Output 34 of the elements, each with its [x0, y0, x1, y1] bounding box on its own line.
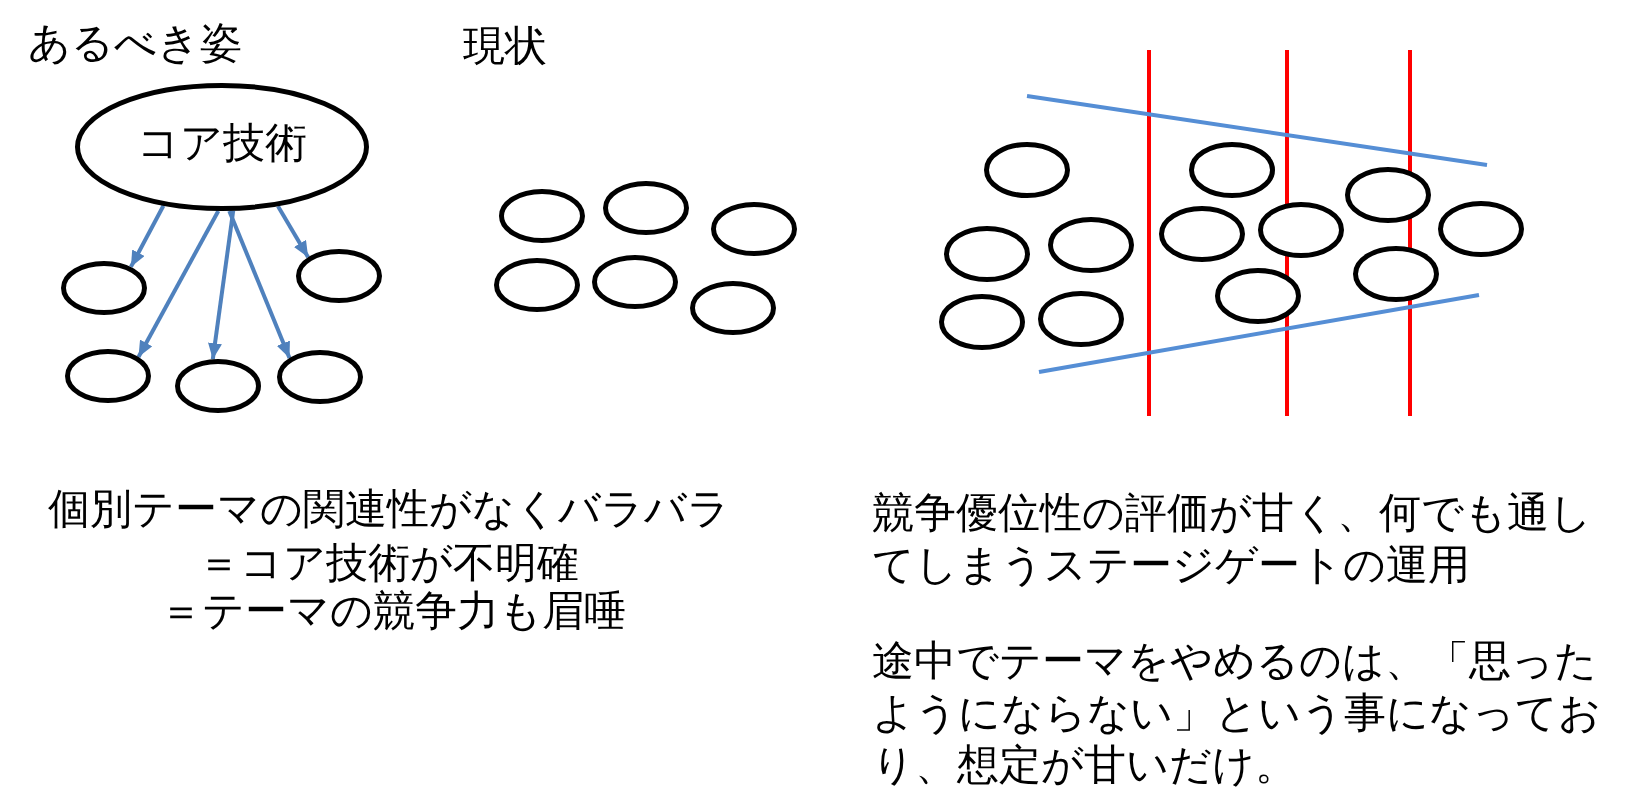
heading: 現状	[463, 20, 547, 72]
note-text: 個別テーマの関連性がなくバラバラ	[48, 483, 730, 535]
arrow	[208, 210, 236, 360]
ellipse	[711, 202, 797, 256]
ellipse	[1159, 206, 1245, 262]
ellipse	[296, 249, 382, 303]
ellipse-node: コア技術	[75, 83, 369, 211]
ellipse	[175, 359, 261, 413]
ellipse	[1258, 202, 1344, 258]
ellipse	[939, 294, 1025, 350]
ellipse	[1353, 246, 1439, 302]
arrow	[136, 210, 221, 358]
paragraph: 競争優位性の評価が甘く、何でも通してしまうステージゲートの運用	[872, 487, 1593, 591]
ellipse	[1038, 291, 1124, 347]
ellipse	[592, 255, 678, 309]
ellipse	[65, 349, 151, 403]
arrow	[276, 205, 310, 259]
ellipse	[61, 261, 147, 315]
ellipse	[690, 281, 776, 335]
ellipse	[1215, 268, 1301, 324]
ellipse	[603, 181, 689, 235]
ellipse	[494, 258, 580, 312]
arrow	[129, 204, 166, 268]
ellipse	[944, 226, 1030, 282]
ellipse	[984, 142, 1070, 198]
ellipse	[1189, 142, 1275, 198]
ellipse	[1438, 201, 1524, 257]
paragraph: 途中でテーマをやめるのは、「思ったようにならない」という事になっており、想定が甘いだけ。	[872, 635, 1602, 791]
heading: あるべき姿	[28, 17, 242, 69]
ellipse	[1345, 167, 1431, 223]
ellipse	[277, 350, 363, 404]
ellipse	[499, 189, 585, 243]
arrow	[227, 210, 292, 359]
ellipse	[1048, 217, 1134, 273]
